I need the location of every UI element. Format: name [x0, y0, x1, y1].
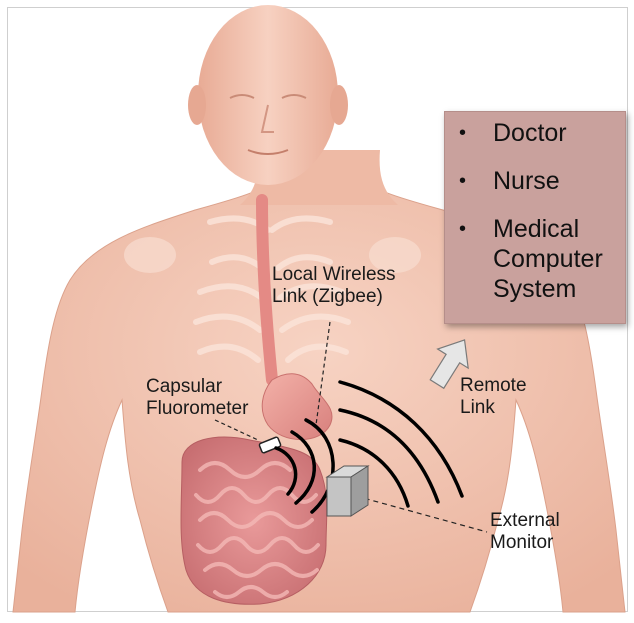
recipient-label: Nurse — [493, 167, 560, 195]
external-monitor-label: External Monitor — [490, 510, 590, 555]
recipient-nurse: • Nurse — [445, 166, 625, 196]
local-wireless-link-label: Local Wireless Link (Zigbee) — [272, 264, 432, 309]
recipients-list: • Doctor • Nurse • Medical Computer Syst… — [445, 112, 625, 304]
recipient-medical-computer-system: • Medical Computer System — [445, 214, 625, 304]
monitor-box-icon — [327, 466, 368, 516]
recipients-box: • Doctor • Nurse • Medical Computer Syst… — [444, 111, 626, 324]
capsular-fluorometer-label: Capsular Fluorometer — [146, 376, 266, 421]
bullet-icon: • — [459, 214, 466, 244]
bullet-icon: • — [459, 166, 466, 196]
intestines — [181, 437, 327, 604]
recipient-label: Medical Computer System — [493, 215, 603, 303]
remote-link-label: Remote Link — [460, 375, 550, 420]
recipient-label: Doctor — [493, 119, 567, 147]
recipient-doctor: • Doctor — [445, 118, 625, 148]
bullet-icon: • — [459, 118, 466, 148]
